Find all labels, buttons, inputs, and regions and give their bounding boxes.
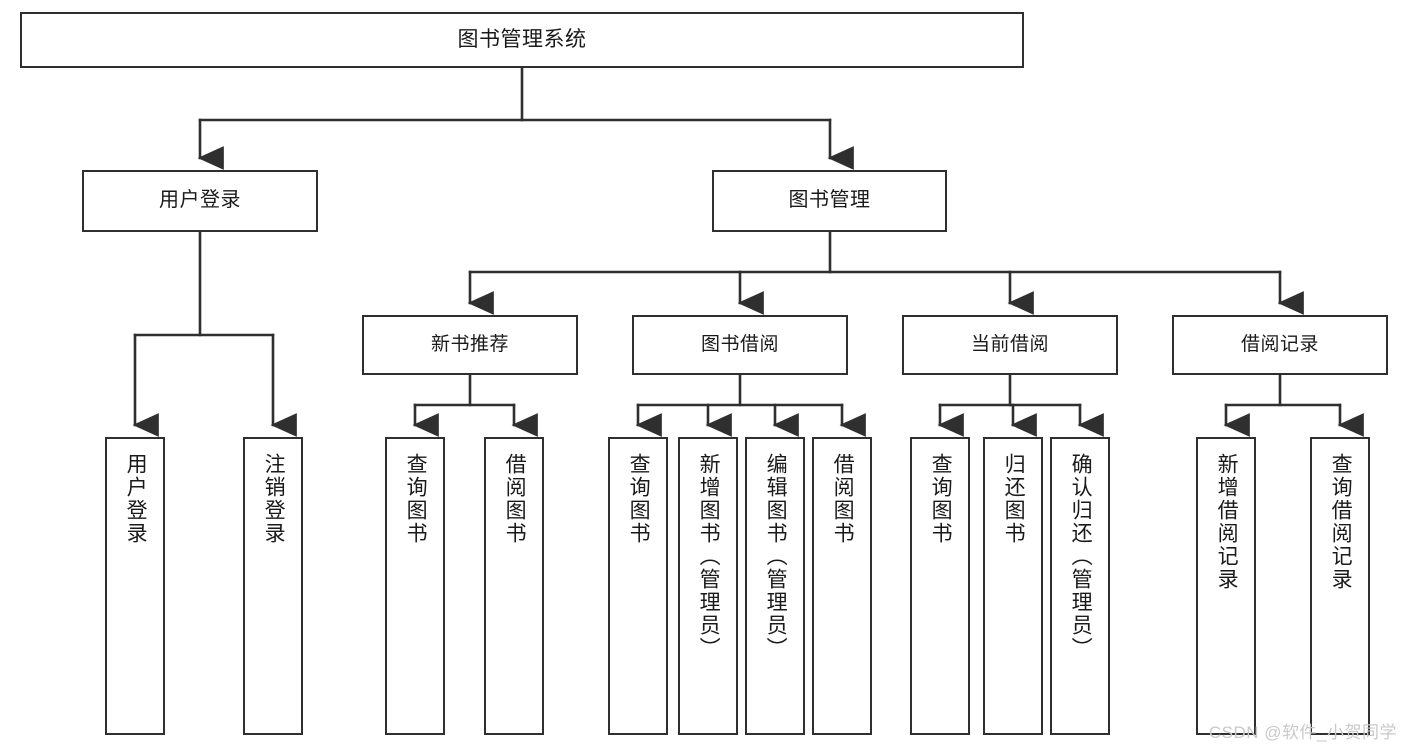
node-leaf-query-book-2[interactable]: 查询图书 xyxy=(608,437,668,735)
node-leaf-query-book-2-label: 查询图书 xyxy=(627,453,651,545)
node-leaf-query-book-1[interactable]: 查询图书 xyxy=(385,437,445,735)
node-new-book-recommend-label: 新书推荐 xyxy=(430,333,509,355)
node-leaf-query-book-1-label: 查询图书 xyxy=(404,453,428,545)
node-leaf-return-book[interactable]: 归还图书 xyxy=(983,437,1043,735)
node-leaf-user-login-label: 用户登录 xyxy=(124,453,148,545)
node-leaf-borrow-book-1-label: 借阅图书 xyxy=(503,453,527,545)
node-leaf-logout[interactable]: 注销登录 xyxy=(243,437,303,735)
node-leaf-confirm-return[interactable]: 确认归还（管理员） xyxy=(1050,437,1110,735)
node-borrow-record[interactable]: 借阅记录 xyxy=(1172,315,1388,375)
node-leaf-confirm-return-label: 确认归还（管理员） xyxy=(1069,453,1093,660)
node-new-book-recommend[interactable]: 新书推荐 xyxy=(362,315,578,375)
node-user-login[interactable]: 用户登录 xyxy=(82,170,318,232)
node-leaf-query-record-label: 查询借阅记录 xyxy=(1329,453,1353,591)
node-root[interactable]: 图书管理系统 xyxy=(20,12,1024,68)
node-current-borrow[interactable]: 当前借阅 xyxy=(902,315,1118,375)
node-leaf-edit-book[interactable]: 编辑图书（管理员） xyxy=(745,437,805,735)
node-leaf-add-record[interactable]: 新增借阅记录 xyxy=(1196,437,1256,735)
node-user-login-label: 用户登录 xyxy=(159,189,241,212)
node-leaf-add-book[interactable]: 新增图书（管理员） xyxy=(678,437,738,735)
node-leaf-add-book-label: 新增图书（管理员） xyxy=(697,453,721,660)
node-leaf-borrow-book-1[interactable]: 借阅图书 xyxy=(484,437,544,735)
node-book-borrow-label: 图书借阅 xyxy=(700,333,779,355)
node-borrow-record-label: 借阅记录 xyxy=(1240,333,1319,355)
node-leaf-logout-label: 注销登录 xyxy=(262,453,286,545)
node-book-manage[interactable]: 图书管理 xyxy=(712,170,947,232)
node-leaf-edit-book-label: 编辑图书（管理员） xyxy=(764,453,788,660)
node-leaf-add-record-label: 新增借阅记录 xyxy=(1215,453,1239,591)
node-leaf-user-login[interactable]: 用户登录 xyxy=(105,437,165,735)
node-leaf-query-book-3[interactable]: 查询图书 xyxy=(910,437,970,735)
node-current-borrow-label: 当前借阅 xyxy=(970,333,1049,355)
node-leaf-return-book-label: 归还图书 xyxy=(1002,453,1026,545)
node-book-manage-label: 图书管理 xyxy=(788,189,871,212)
node-leaf-borrow-book-2-label: 借阅图书 xyxy=(831,453,855,545)
node-leaf-borrow-book-2[interactable]: 借阅图书 xyxy=(812,437,872,735)
node-leaf-query-book-3-label: 查询图书 xyxy=(929,453,953,545)
node-book-borrow[interactable]: 图书借阅 xyxy=(632,315,848,375)
node-root-label: 图书管理系统 xyxy=(457,27,587,51)
node-leaf-query-record[interactable]: 查询借阅记录 xyxy=(1310,437,1370,735)
